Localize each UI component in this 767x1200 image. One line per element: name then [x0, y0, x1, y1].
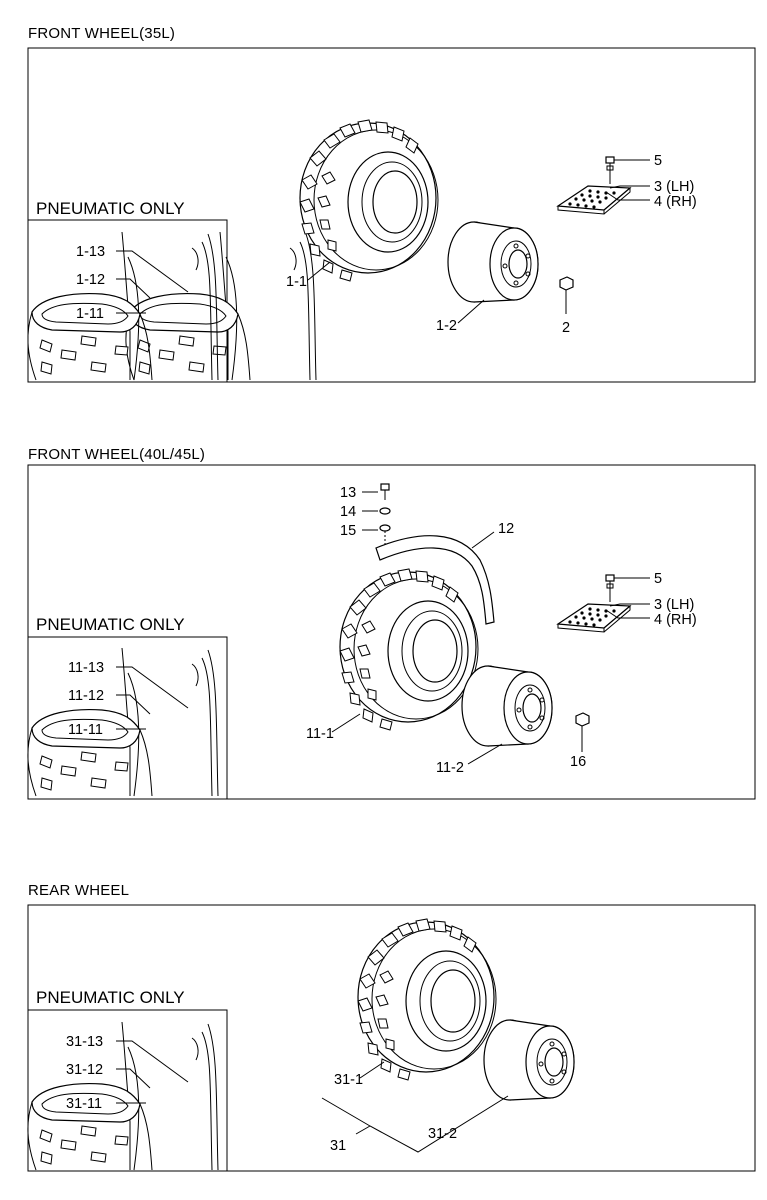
tire-1-1 [299, 119, 439, 282]
section-title-front-40l-45l: FRONT WHEEL(40L/45L) [28, 446, 206, 463]
label-5-b: 5 [654, 571, 662, 587]
label-31: 31 [330, 1138, 346, 1154]
label-1-12: 1-12 [76, 272, 105, 288]
label-11-11: 11-11 [68, 722, 103, 738]
label-3-lh: 3 (LH) [654, 179, 694, 195]
label-2: 2 [562, 320, 570, 336]
label-12: 12 [498, 521, 514, 537]
rim-31-2 [483, 1019, 575, 1101]
label-13: 13 [340, 485, 356, 501]
label-11-1: 11-1 [306, 726, 334, 742]
label-11-12: 11-12 [68, 688, 104, 704]
tire-31-1 [357, 918, 497, 1081]
label-31-11: 31-11 [66, 1096, 102, 1112]
label-3-lh-b: 3 (LH) [654, 597, 694, 613]
rim-11-2 [461, 665, 553, 747]
label-11-13: 11-13 [68, 660, 104, 676]
label-15: 15 [340, 523, 356, 539]
label-31-2: 31-2 [428, 1126, 457, 1142]
washer-14 [379, 507, 391, 515]
nut-16 [575, 712, 590, 727]
bolt-13 [380, 483, 390, 500]
label-31-1: 31-1 [334, 1072, 363, 1088]
washer-15 [379, 524, 391, 532]
label-4-rh: 4 (RH) [654, 194, 697, 210]
section-title-rear: REAR WHEEL [28, 882, 130, 899]
label-1-2: 1-2 [436, 318, 457, 334]
inset-title-40l: PNEUMATIC ONLY [36, 615, 185, 634]
label-1-1: 1-1 [286, 274, 307, 290]
rim-1-2 [447, 221, 539, 303]
label-5: 5 [654, 153, 662, 169]
frame-front-40l-45l [27, 464, 756, 800]
inset-title-35l: PNEUMATIC ONLY [36, 199, 185, 218]
fender-12 [375, 535, 495, 625]
bolt-5 [605, 156, 615, 184]
label-1-11: 1-11 [76, 306, 104, 322]
nut-2 [559, 276, 574, 291]
assembly-bracket [321, 1095, 509, 1153]
label-16: 16 [570, 754, 586, 770]
section-title-front-35l: FRONT WHEEL(35L) [28, 25, 176, 42]
label-31-12: 31-12 [66, 1062, 103, 1078]
label-4-rh-b: 4 (RH) [654, 612, 697, 628]
label-31-13: 31-13 [66, 1034, 103, 1050]
tire-11-1 [339, 568, 479, 731]
label-11-2: 11-2 [436, 760, 464, 776]
label-14: 14 [340, 504, 356, 520]
inset-title-rear: PNEUMATIC ONLY [36, 988, 185, 1007]
bolt-5-b [605, 574, 615, 602]
frame-front-35l [27, 47, 756, 383]
label-1-13: 1-13 [76, 244, 105, 260]
